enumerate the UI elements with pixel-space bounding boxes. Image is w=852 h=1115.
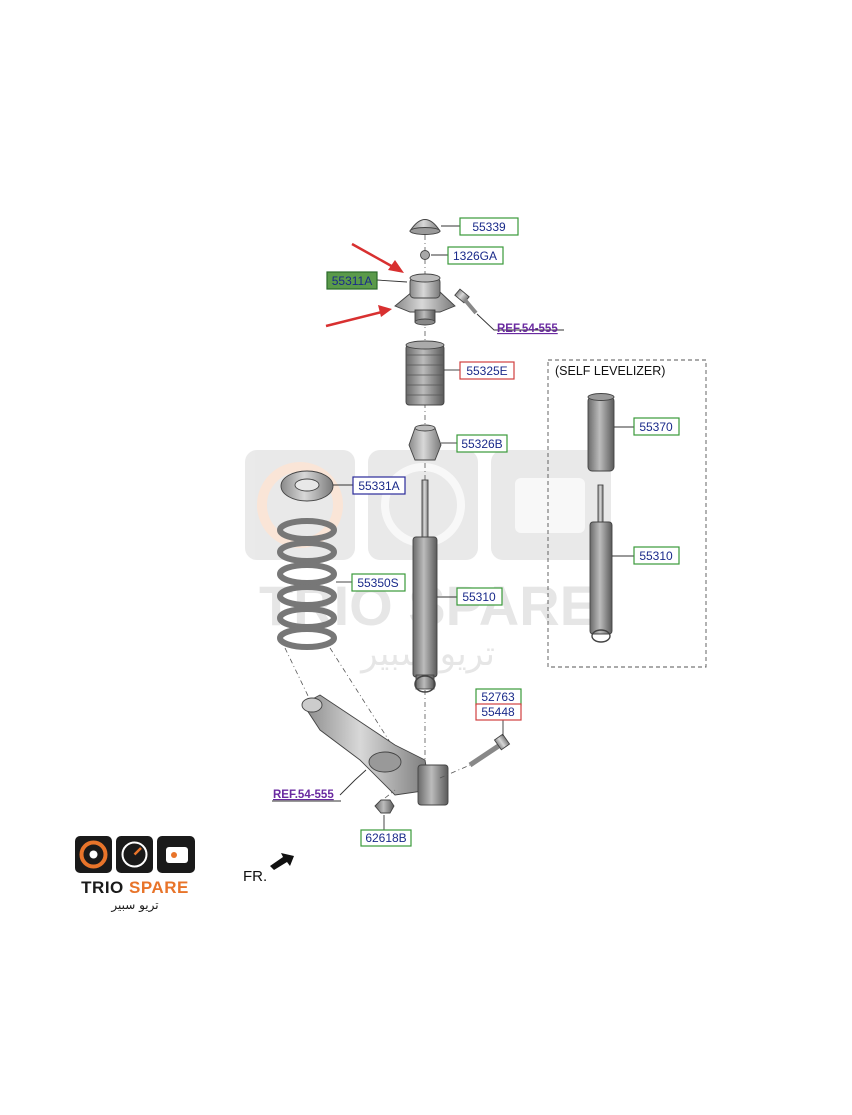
part-55326B-bump-stopper — [408, 424, 442, 461]
label-55325E: 55325E — [466, 364, 507, 378]
ref-link-1[interactable]: REF.54-555 — [497, 323, 558, 335]
self-levelizer-group — [547, 359, 707, 668]
label-62618B: 62618B — [365, 831, 406, 845]
part-55310-levelizer-shock — [589, 484, 613, 643]
part-1326GA-nut — [420, 250, 430, 260]
label-55448: 55448 — [481, 705, 515, 719]
part-55310-shock-absorber — [412, 479, 438, 693]
label-55326B: 55326B — [461, 437, 502, 451]
label-55311A[interactable]: 55311A — [332, 274, 372, 288]
part-lower-arm — [301, 694, 449, 806]
part-55331A-spring-pad — [280, 470, 334, 502]
label-55339: 55339 — [472, 220, 506, 234]
logo-icons — [75, 836, 195, 873]
logo-brand-text: TRIO SPARE — [81, 878, 189, 897]
label-55370: 55370 — [639, 420, 673, 434]
ref-link-2[interactable]: REF.54-555 — [273, 789, 334, 801]
part-55370-cover — [587, 393, 615, 472]
part-bolt-52763 — [468, 733, 511, 768]
label-55310-main: 55310 — [462, 590, 496, 604]
pointer-arrow-2 — [325, 305, 392, 328]
part-55339-cap — [409, 219, 441, 235]
label-52763: 52763 — [481, 690, 515, 704]
front-arrow-icon — [270, 853, 294, 870]
brand-logo: TRIO SPARE تريو سبير — [73, 834, 197, 914]
part-55311A-mount — [394, 273, 456, 326]
front-direction-label: FR. — [243, 868, 267, 885]
label-1326GA: 1326GA — [453, 249, 497, 263]
part-bolt-ref — [454, 288, 478, 315]
pointer-arrow-1 — [351, 242, 404, 273]
part-55350S-coil-spring — [277, 518, 337, 650]
part-55325E-dust-cover — [405, 340, 445, 406]
label-55310-levelizer: 55310 — [639, 549, 673, 563]
self-levelizer-label: (SELF LEVELIZER) — [555, 364, 665, 378]
part-62618B-nut — [374, 799, 395, 814]
label-55331A: 55331A — [358, 479, 399, 493]
logo-arabic-text: تريو سبير — [111, 898, 159, 912]
label-55350S: 55350S — [357, 576, 398, 590]
selected-part-box[interactable] — [326, 271, 378, 290]
